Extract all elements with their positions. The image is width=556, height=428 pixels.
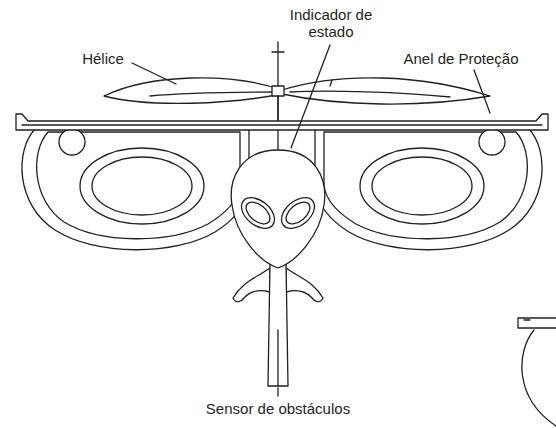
protection-ring [16, 114, 548, 130]
side-view-part [522, 330, 556, 426]
propeller-hub [272, 86, 284, 96]
blade-edge [290, 91, 450, 97]
propeller-blade [104, 78, 282, 104]
blade-mark [330, 80, 332, 86]
leader-line [474, 70, 490, 113]
part-label: Anel de Proteção [403, 50, 518, 67]
part-label: Hélice [82, 50, 124, 67]
mast [277, 42, 278, 152]
obstacle-sensor [268, 262, 288, 386]
pod-outline [22, 128, 249, 250]
sensor-seam [277, 330, 278, 386]
part-label: Indicador de estado [281, 6, 381, 40]
ring-edge [22, 124, 542, 125]
pod-motor [80, 148, 204, 224]
pod-motor [360, 148, 484, 224]
leader-line [291, 45, 330, 148]
shaft [277, 96, 278, 120]
pod-motor-inner [372, 157, 472, 215]
pod [22, 128, 249, 250]
blade-edge [150, 92, 278, 96]
mast-cap [272, 51, 284, 52]
part-label: Sensor de obstáculos [206, 400, 350, 417]
side-view-part [518, 318, 556, 328]
leg [286, 268, 323, 302]
pod [315, 128, 542, 250]
status-head [231, 150, 324, 268]
eye [276, 192, 321, 235]
pod-light [479, 129, 505, 155]
pod-light [59, 129, 85, 155]
leader-line [132, 63, 176, 84]
pod-motor-inner [92, 157, 192, 215]
eye-inner [282, 198, 314, 228]
eye-inner [242, 198, 274, 228]
leader-line [277, 388, 278, 396]
leg [233, 268, 270, 302]
pod-outline [315, 128, 542, 250]
eye [236, 192, 281, 235]
